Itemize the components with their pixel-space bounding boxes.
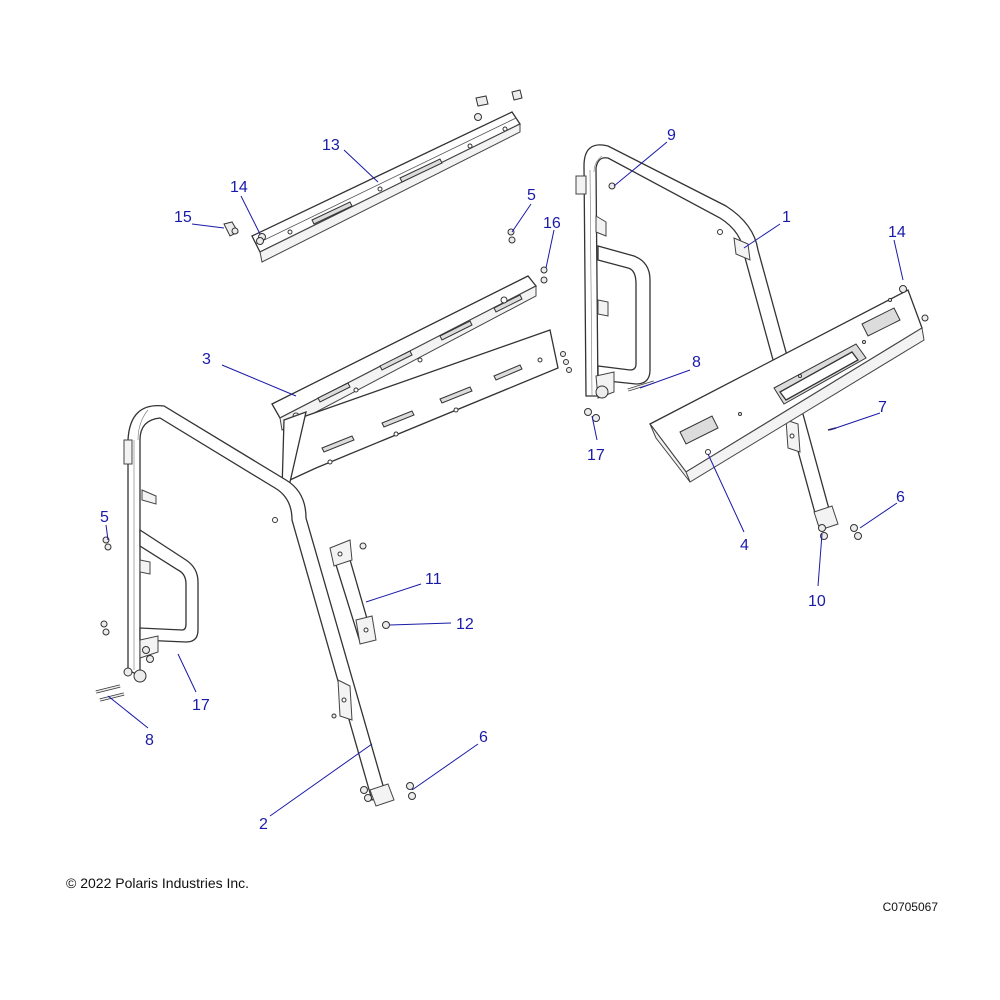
callout-2: 2 xyxy=(259,816,268,833)
panel-part xyxy=(649,285,929,483)
right-hoop-part xyxy=(575,144,839,531)
rail-fasteners xyxy=(223,221,264,245)
callout-leaders xyxy=(105,141,904,817)
callout-5-upper: 5 xyxy=(527,187,536,204)
upper-rail-part xyxy=(251,89,523,263)
callout-8-right: 8 xyxy=(692,354,701,371)
callout-11: 11 xyxy=(425,571,442,588)
callout-5-left: 5 xyxy=(100,509,109,526)
callout-15: 15 xyxy=(174,209,192,226)
callout-7: 7 xyxy=(878,399,887,416)
callout-10: 10 xyxy=(808,593,826,610)
callout-6-left: 6 xyxy=(479,729,488,746)
callout-17-left: 17 xyxy=(192,697,210,714)
callout-4: 4 xyxy=(740,537,749,554)
callout-14-right: 14 xyxy=(888,224,906,241)
callout-8-left: 8 xyxy=(145,732,154,749)
callout-17-right: 17 xyxy=(587,447,605,464)
callout-13: 13 xyxy=(322,137,340,154)
figure-code: C0705067 xyxy=(882,900,938,914)
left-hoop-part xyxy=(123,404,395,807)
cross-brace-part xyxy=(271,275,559,492)
callout-1: 1 xyxy=(782,209,791,226)
callout-12: 12 xyxy=(456,616,474,633)
left-hoop-fasteners xyxy=(95,536,416,802)
callout-3: 3 xyxy=(202,351,211,368)
callout-9: 9 xyxy=(667,127,676,144)
callout-labels: 13 14 15 5 16 3 9 1 14 8 7 17 4 6 10 5 1… xyxy=(100,127,906,833)
strut-part xyxy=(329,539,390,645)
callout-16: 16 xyxy=(543,215,561,232)
callout-6-right: 6 xyxy=(896,489,905,506)
copyright-notice: © 2022 Polaris Industries Inc. xyxy=(66,875,250,891)
callout-14-left: 14 xyxy=(230,179,248,196)
